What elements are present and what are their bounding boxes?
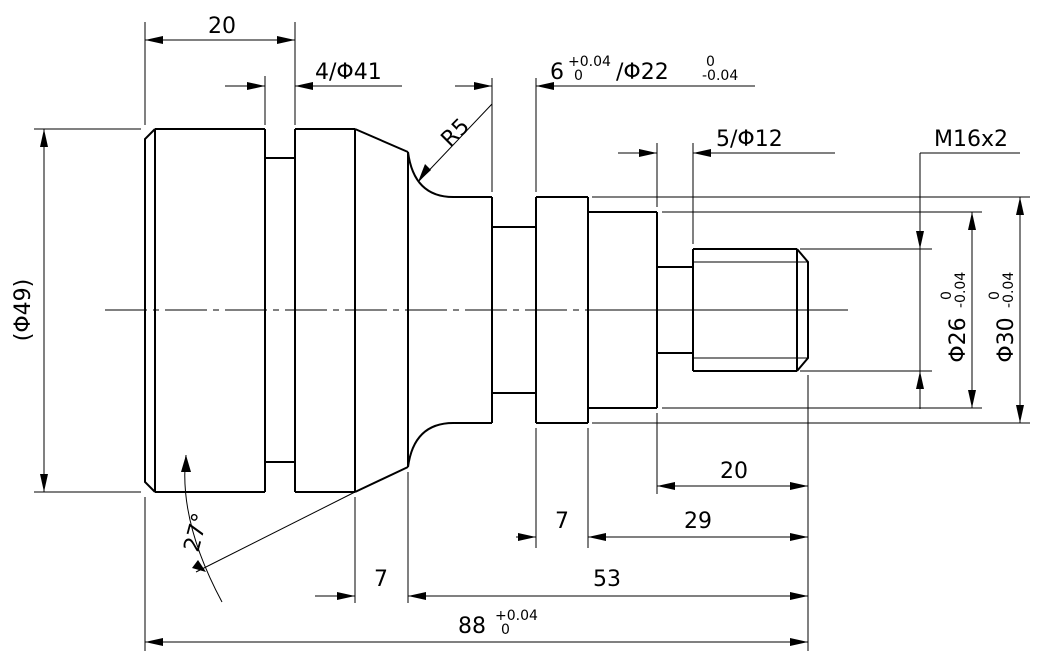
dim-len-20: 20 [720,459,748,484]
dim-groove-2-len-lower: 0 [574,68,583,84]
dimension-texts: 20 4/Φ41 6 +0.04 0 /Φ22 0 -0.04 5/Φ12 M1… [11,14,1019,639]
dim-radius: R5 [437,114,475,152]
dim-dia-26-upper: 0 [939,291,955,300]
dim-len-88-upper: +0.04 [495,608,538,624]
dim-top-20: 20 [208,14,236,39]
dim-angle: 27° [180,510,214,554]
dim-dia-26: Φ26 [946,317,971,362]
dim-len-53: 53 [593,567,621,592]
dim-dia-49: (Φ49) [11,279,36,341]
extension-lines [34,22,1030,651]
dim-dia-30-upper: 0 [987,291,1003,300]
dim-dia-26-lower: -0.04 [953,272,969,308]
dim-len-88: 88 [458,614,486,639]
dimension-lines [40,36,1024,646]
dim-groove-2-len: 6 [550,60,564,85]
dim-dia-30-lower: -0.04 [1001,272,1017,308]
dim-groove-3: 5/Φ12 [716,127,783,152]
dim-len-29: 29 [684,509,712,534]
dim-len-7b: 7 [374,567,388,592]
dim-groove-2-dia-lower: -0.04 [702,68,738,84]
dim-groove-2-len-upper: +0.04 [568,54,611,70]
dim-dia-30: Φ30 [994,317,1019,362]
dim-len-7a: 7 [555,509,569,534]
dim-thread: M16x2 [934,127,1008,152]
dim-groove-2-sep: /Φ22 [616,60,669,85]
dim-len-88-lower: 0 [501,622,510,638]
dim-groove-2-dia-upper: 0 [706,54,715,70]
dim-groove-1: 4/Φ41 [315,60,382,85]
